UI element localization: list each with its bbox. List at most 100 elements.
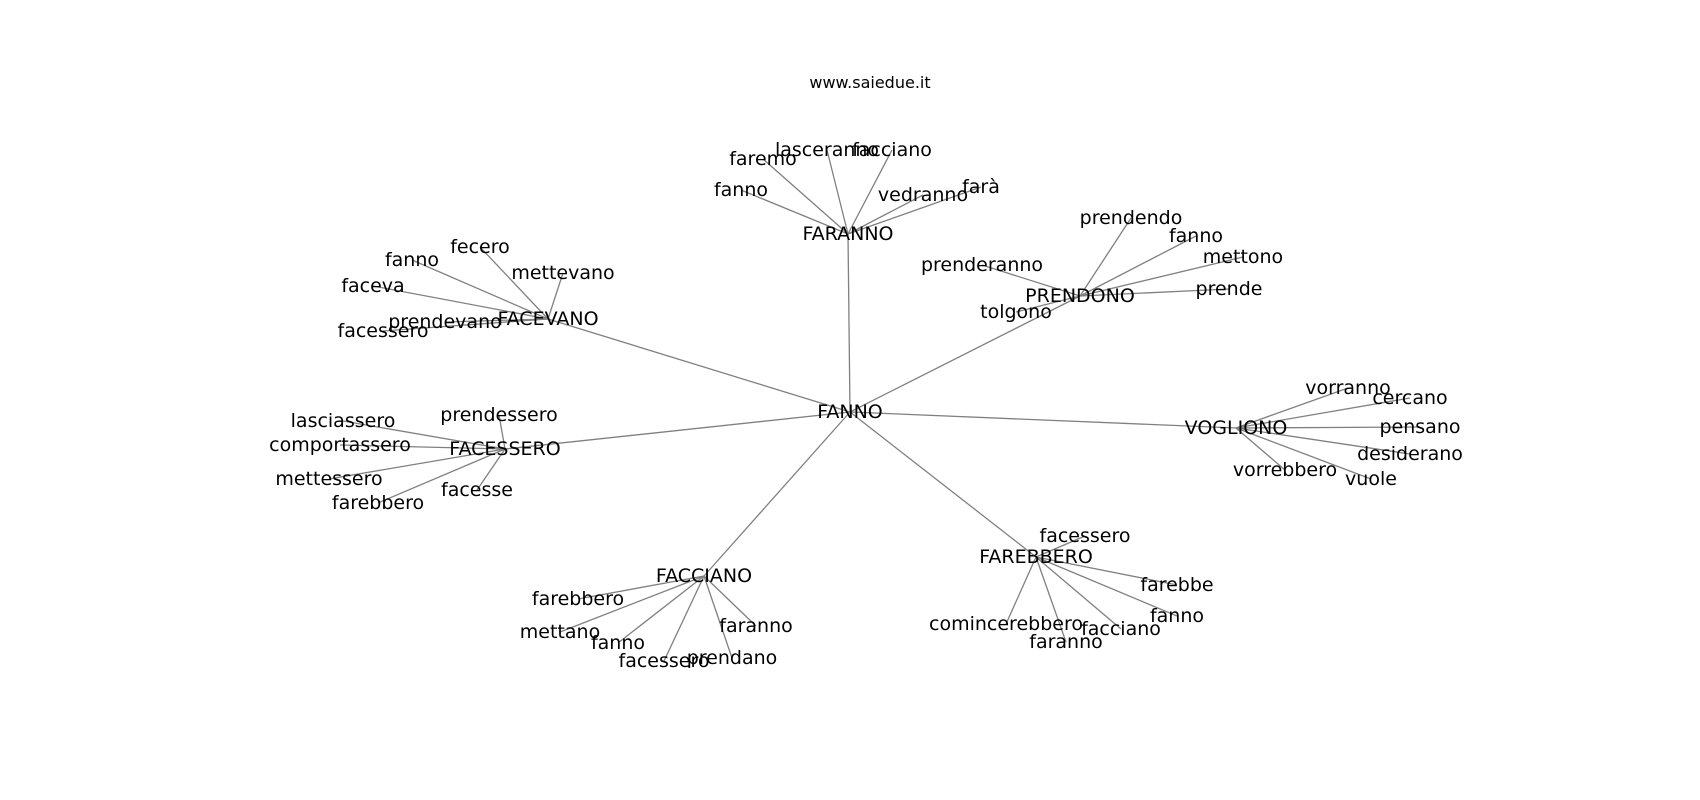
hub-node-label: FARANNO <box>803 223 894 245</box>
leaf-node-label: faceva <box>341 275 404 297</box>
edge-hub-leaf <box>1235 387 1349 429</box>
edge-hub-leaf <box>1235 427 1372 480</box>
leaf-node-label: facciano <box>852 139 932 161</box>
edge-hub-leaf <box>339 444 506 450</box>
edge-hub-leaf <box>617 575 705 644</box>
edge-hub-leaf <box>1235 427 1411 455</box>
edges <box>328 149 1421 662</box>
edge-hub-leaf <box>1005 556 1037 625</box>
leaf-node-label: facesse <box>441 479 513 501</box>
edge-hub-leaf <box>342 420 506 450</box>
edge-hub-leaf <box>377 448 506 504</box>
edge-hub-leaf <box>1035 556 1122 630</box>
edge-hub-leaf <box>1235 427 1286 471</box>
leaf-node-label: lasceranno <box>775 139 879 161</box>
edge-hub-leaf <box>444 318 549 323</box>
leaf-node-label: mettessero <box>275 468 382 490</box>
edge-hub-leaf <box>382 318 549 332</box>
edge-root-hub <box>547 318 851 413</box>
edge-hub-leaf <box>1035 556 1067 643</box>
leaf-node-label: cercano <box>1372 387 1447 409</box>
leaf-node-label: farebbero <box>532 588 624 610</box>
leaf-node-label: faranno <box>1029 631 1103 653</box>
edge-hub-leaf <box>663 575 705 662</box>
edge-hub-leaf <box>559 575 705 633</box>
leaf-node-label: comincerebbero <box>929 613 1083 635</box>
edge-root-hub <box>849 295 1081 413</box>
leaf-node-label: prendessero <box>440 404 557 426</box>
edge-hub-leaf <box>1235 426 1421 429</box>
edge-hub-leaf <box>703 575 757 627</box>
edge-hub-leaf <box>479 246 549 320</box>
hub-node-label: VOGLIONO <box>1185 417 1288 439</box>
edge-hub-leaf <box>547 272 564 320</box>
leaf-node-label: vedranno <box>878 184 968 206</box>
leaf-node-label: mettevano <box>511 262 614 284</box>
leaf-node-label: prendano <box>687 647 778 669</box>
edge-hub-leaf <box>1079 256 1244 297</box>
leaf-node-label: tolgono <box>980 301 1052 323</box>
leaf-node-label: mettono <box>1203 246 1283 268</box>
edge-hub-leaf <box>1015 295 1081 313</box>
edge-root-hub <box>703 411 851 577</box>
leaf-node-label: vorranno <box>1305 377 1391 399</box>
leaf-node-label: faranno <box>719 615 793 637</box>
edge-hub-leaf <box>372 285 549 320</box>
edge-hub-leaf <box>411 259 549 320</box>
edge-hub-leaf <box>1235 397 1411 429</box>
leaf-node-label: facessero <box>619 650 710 672</box>
edge-hub-leaf <box>826 149 849 235</box>
leaf-node-label: lasciassero <box>291 410 396 432</box>
leaf-node-label: fanno <box>714 179 768 201</box>
edge-hub-leaf <box>498 414 506 450</box>
hub-node-label: PRENDONO <box>1025 285 1135 307</box>
leaf-node-label: farebbero <box>332 492 424 514</box>
leaf-node-label: comportassero <box>269 434 411 456</box>
hub-node-label: FACCIANO <box>656 565 752 587</box>
node-labels: FANNOFARANNOfannofaremolascerannofaccian… <box>269 139 1463 672</box>
edge-hub-leaf <box>981 264 1081 297</box>
diagram-title: www.saiedue.it <box>809 73 930 92</box>
leaf-node-label: prendevano <box>388 311 502 333</box>
leaf-node-label: facessero <box>1040 525 1131 547</box>
edge-hub-leaf <box>847 194 924 235</box>
leaf-node-label: prenderanno <box>921 254 1043 276</box>
hub-node-label: FACESSERO <box>449 438 560 460</box>
leaf-node-label: farà <box>962 176 1000 198</box>
edge-hub-leaf <box>476 448 506 491</box>
edge-hub-leaf <box>847 149 893 235</box>
leaf-node-label: desiderano <box>1357 443 1463 465</box>
edge-hub-leaf <box>1079 217 1132 297</box>
edge-root-hub <box>849 411 1037 558</box>
edge-hub-leaf <box>1079 288 1230 297</box>
leaf-node-label: fanno <box>591 632 645 654</box>
leaf-node-label: pensano <box>1379 416 1460 438</box>
leaf-node-label: faremo <box>729 148 797 170</box>
leaf-node-label: farebbe <box>1140 574 1213 596</box>
edge-root-hub <box>504 411 851 450</box>
edge-hub-leaf <box>328 448 506 480</box>
root-node-label: FANNO <box>817 401 883 423</box>
edge-hub-leaf <box>1035 535 1086 558</box>
edge-hub-leaf <box>1035 556 1178 617</box>
edge-hub-leaf <box>1079 235 1197 297</box>
hub-node-label: FAREBBERO <box>979 546 1093 568</box>
edge-hub-leaf <box>577 575 705 600</box>
leaf-node-label: fanno <box>385 249 439 271</box>
leaf-node-label: prende <box>1196 278 1263 300</box>
edge-root-hub <box>849 411 1237 429</box>
leaf-node-label: vuole <box>1345 468 1397 490</box>
leaf-node-label: fecero <box>450 236 510 258</box>
edge-hub-leaf <box>847 186 982 235</box>
edge-hub-leaf <box>703 575 733 659</box>
edge-hub-leaf <box>740 189 849 235</box>
edge-hub-leaf <box>1035 556 1178 586</box>
edge-root-hub <box>847 233 851 413</box>
edge-hub-leaf <box>762 158 849 235</box>
leaf-node-label: fanno <box>1169 225 1223 247</box>
hub-node-label: FACEVANO <box>497 308 598 330</box>
leaf-node-label: prendendo <box>1080 207 1183 229</box>
leaf-node-label: facessero <box>338 320 429 342</box>
leaf-node-label: facciano <box>1081 618 1161 640</box>
